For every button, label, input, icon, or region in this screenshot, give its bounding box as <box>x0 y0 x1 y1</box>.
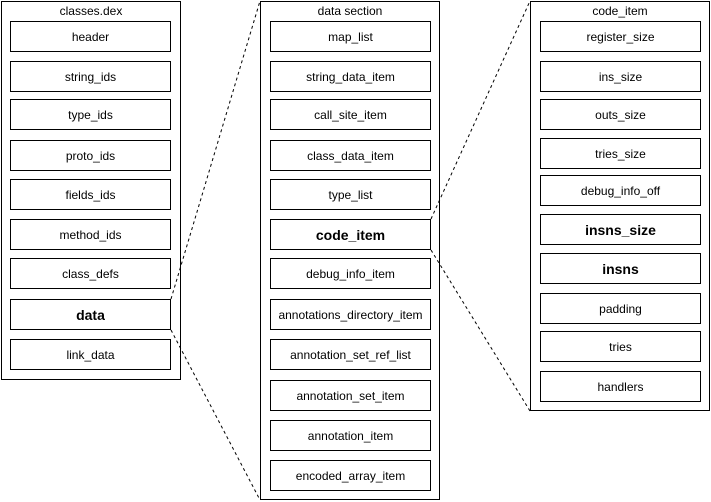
code-item-title: code_item <box>592 4 648 18</box>
data-section-title: data section <box>317 4 383 18</box>
data-annotation-set-item[interactable]: annotation_set_item <box>270 380 431 411</box>
data-debug-info-item[interactable]: debug_info_item <box>270 258 431 289</box>
field-insns[interactable]: insns <box>540 253 701 284</box>
data-encoded-array-item[interactable]: encoded_array_item <box>270 460 431 491</box>
classes-dex-title: classes.dex <box>59 4 123 18</box>
section-fields-ids[interactable]: fields_ids <box>10 179 171 210</box>
data-class-data-item[interactable]: class_data_item <box>270 140 431 171</box>
data-annotation-set-ref-list[interactable]: annotation_set_ref_list <box>270 339 431 370</box>
data-call-site-item[interactable]: call_site_item <box>270 99 431 130</box>
data-string-data-item[interactable]: string_data_item <box>270 61 431 92</box>
section-type-ids[interactable]: type_ids <box>10 99 171 130</box>
section-data[interactable]: data <box>10 299 171 330</box>
data-map-list[interactable]: map_list <box>270 21 431 52</box>
section-string-ids[interactable]: string_ids <box>10 61 171 92</box>
field-ins-size[interactable]: ins_size <box>540 61 701 92</box>
data-annotation-item[interactable]: annotation_item <box>270 420 431 451</box>
field-insns-size[interactable]: insns_size <box>540 214 701 245</box>
data-annotations-directory-item[interactable]: annotations_directory_item <box>270 299 431 330</box>
connector-codeitem-to-panel-top <box>430 0 531 220</box>
section-link-data[interactable]: link_data <box>10 339 171 370</box>
field-tries-size[interactable]: tries_size <box>540 138 701 169</box>
field-handlers[interactable]: handlers <box>540 371 701 402</box>
field-register-size[interactable]: register_size <box>540 21 701 52</box>
section-class-defs[interactable]: class_defs <box>10 258 171 289</box>
section-method-ids[interactable]: method_ids <box>10 219 171 250</box>
connector-data-to-section-bottom <box>170 329 261 501</box>
section-proto-ids[interactable]: proto_ids <box>10 140 171 171</box>
field-outs-size[interactable]: outs_size <box>540 99 701 130</box>
field-tries[interactable]: tries <box>540 331 701 362</box>
data-code-item[interactable]: code_item <box>270 219 431 250</box>
connector-codeitem-to-panel-bottom <box>430 249 531 412</box>
field-debug-info-off[interactable]: debug_info_off <box>540 175 701 206</box>
section-header[interactable]: header <box>10 21 171 52</box>
data-type-list[interactable]: type_list <box>270 179 431 210</box>
connector-data-to-section-top <box>170 0 261 300</box>
field-padding[interactable]: padding <box>540 293 701 324</box>
